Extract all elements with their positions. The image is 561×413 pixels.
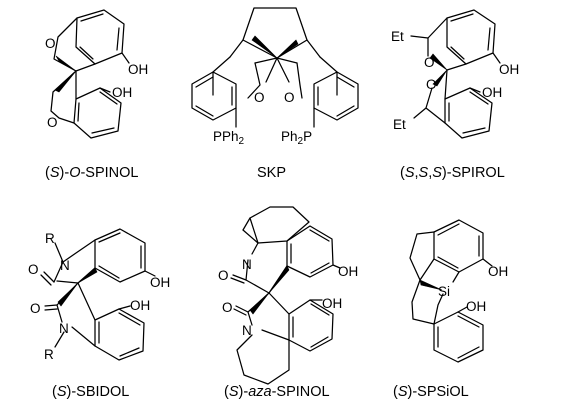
spirol-et-lower: Et — [393, 117, 406, 132]
sbidol-n-upper: N — [60, 258, 70, 273]
aza-spinol-wedge — [268, 265, 290, 294]
spsiol-si: Si — [438, 284, 450, 299]
molecule-skp: O O PPh2 Ph2P SKP — [191, 7, 359, 181]
aza-spinol-o-upper: O — [218, 268, 229, 283]
molecule-aza-spinol: N O OH O OH N (S)-aza-SPINOL — [218, 206, 358, 400]
spsiol-wedge — [419, 279, 443, 291]
o-spinol-oh-lower: OH — [112, 85, 132, 100]
spirol-o-upper: O — [424, 55, 435, 70]
spirol-wedge-2 — [432, 69, 448, 87]
molecule-spirol: Et Et O O OH OH (S,S,S)-SPIROL — [391, 9, 519, 181]
spsiol-bonds — [409, 219, 493, 363]
skp-wedge — [251, 35, 278, 59]
skp-bonds — [191, 7, 359, 128]
aza-spinol-n-lower: N — [242, 323, 252, 338]
sbidol-n-lower: N — [59, 321, 69, 336]
o-spinol-bonds — [50, 9, 130, 139]
aza-spinol-wedge-2 — [249, 292, 270, 315]
spirol-et-upper: Et — [391, 29, 404, 44]
o-spinol-caption: (S)-O-SPINOL — [45, 165, 138, 181]
o-spinol-o-upper: O — [45, 36, 56, 51]
o-spinol-o-lower: O — [47, 115, 58, 130]
sbidol-oh-upper: OH — [150, 275, 170, 290]
spirol-bonds — [410, 9, 501, 139]
skp-caption: SKP — [257, 165, 286, 181]
skp-o-right: O — [284, 90, 295, 105]
spirol-oh-upper: OH — [499, 62, 519, 77]
sbidol-wedge — [77, 267, 98, 284]
sbidol-r-lower: R — [44, 347, 54, 362]
spsiol-caption: (S)-SPSiOL — [393, 384, 469, 400]
sbidol-caption: (S)-SBIDOL — [52, 384, 129, 400]
aza-spinol-oh-lower: OH — [322, 296, 342, 311]
spsiol-oh-lower: OH — [466, 299, 486, 314]
spirol-o-lower: O — [426, 77, 437, 92]
aza-spinol-caption: (S)-aza-SPINOL — [224, 384, 330, 400]
sbidol-oh-lower: OH — [130, 298, 150, 313]
spirol-caption: (S,S,S)-SPIROL — [400, 165, 505, 181]
skp-o-left: O — [254, 90, 265, 105]
spirol-oh-lower: OH — [482, 85, 502, 100]
sbidol-o-lower: O — [30, 301, 41, 316]
o-spinol-wedge-2 — [54, 70, 77, 93]
molecule-spsiol: OH Si OH (S)-SPSiOL — [393, 219, 508, 400]
skp-ph2p-right: Ph2P — [281, 129, 312, 147]
skp-pph2-left: PPh2 — [213, 129, 245, 147]
o-spinol-wedge — [55, 55, 77, 72]
molecule-o-spinol: O O OH OH (S)-O-SPINOL — [45, 9, 148, 181]
spirol-wedge — [429, 53, 448, 71]
sbidol-o-upper: O — [28, 262, 39, 277]
sbidol-bonds — [40, 228, 156, 361]
skp-wedge-2 — [276, 39, 299, 59]
spsiol-oh-upper: OH — [488, 264, 508, 279]
aza-spinol-o-lower: O — [222, 300, 233, 315]
sbidol-r-upper: R — [45, 231, 55, 246]
sbidol-wedge-2 — [57, 282, 79, 307]
o-spinol-oh-upper: OH — [128, 62, 148, 77]
molecule-sbidol: R N O OH O OH N R (S)-SBIDOL — [28, 228, 170, 400]
aza-spinol-n-upper: N — [242, 257, 252, 272]
aza-spinol-oh-upper: OH — [338, 264, 358, 279]
